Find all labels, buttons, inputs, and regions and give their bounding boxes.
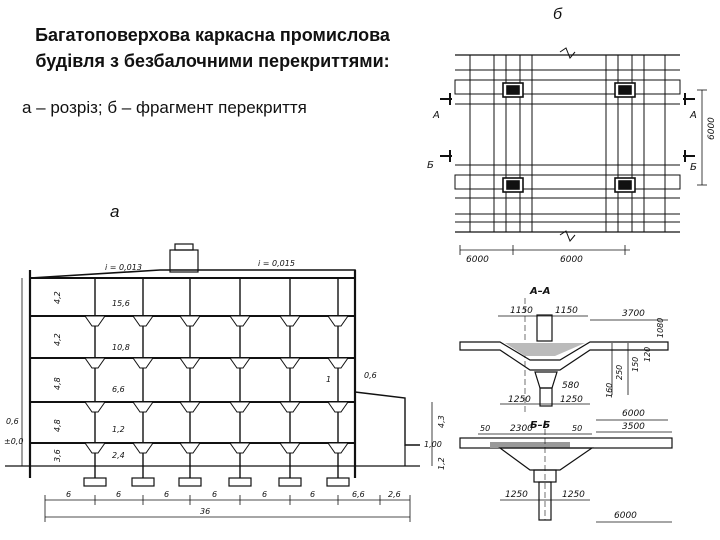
detail-aa-fill — [505, 343, 585, 356]
detail-bb-dim-50-left: 50 — [480, 424, 490, 433]
roof-slope-left: і = 0,013 — [105, 263, 142, 272]
detail-bb-dim-3500: 3500 — [622, 422, 645, 432]
plan-vertical-bands — [469, 54, 666, 233]
annex-roof — [354, 391, 420, 446]
level-4: 1,2 — [112, 425, 125, 434]
level-2: 10,8 — [112, 343, 130, 352]
plan-dim-height: 6000 — [707, 117, 717, 140]
column-capitals — [84, 315, 349, 454]
section-mark-b-left: Б — [427, 160, 434, 171]
detail-aa-dim-top-1: 1150 — [510, 306, 533, 316]
detail-aa-dim-580: 580 — [562, 381, 579, 391]
detail-aa-column-lower — [539, 387, 553, 407]
right-mark-4: 1,00 — [424, 440, 442, 449]
detail-aa-dimensions — [498, 315, 668, 421]
figure-caption: а – розріз; б – фрагмент перекриття — [22, 98, 307, 117]
plan-dim-right: 6000 — [560, 255, 583, 265]
section-mark-a — [440, 93, 695, 105]
span-1: 6 — [66, 490, 71, 499]
right-mark-2: 4,3 — [437, 415, 446, 428]
detail-bb-dimensions — [478, 431, 672, 523]
plan-dimensions — [459, 89, 707, 255]
detail-aa-dim-bottom-1: 1250 — [508, 395, 531, 405]
plan-column-capitals — [502, 82, 636, 193]
right-mark-3: 1,2 — [437, 457, 446, 470]
detail-aa-column-upper — [536, 314, 553, 342]
plan-dim-left: 6000 — [466, 255, 489, 265]
floor-height-5: 3,6 — [53, 449, 62, 462]
level-5: 2,4 — [112, 451, 125, 460]
level-3: 6,6 — [112, 385, 125, 394]
detail-bb-dim-span: 6000 — [614, 511, 637, 521]
span-dimensions — [21, 278, 433, 522]
detail-bb-dim-50-right: 50 — [572, 424, 582, 433]
detail-aa-dim-right: 3700 — [622, 309, 645, 319]
floor-height-1: 4,2 — [53, 291, 62, 304]
span-5: 6 — [262, 490, 267, 499]
detail-aa-title: А–А — [529, 286, 550, 297]
page-title: Багатоповерхова каркасна промислова буді… — [35, 25, 390, 71]
detail-aa-dim-v1: 1080 — [656, 318, 665, 338]
right-mark-1: 0,6 — [364, 371, 377, 380]
figure-a-label: а — [110, 202, 120, 221]
span-3: 6 — [164, 490, 169, 499]
detail-bb — [459, 420, 673, 523]
roof-vent-cap — [174, 243, 194, 251]
detail-aa-dim-v5: 160 — [605, 383, 614, 398]
section-mark-a-right: А — [689, 110, 697, 121]
detail-bb-title: Б–Б — [530, 420, 551, 431]
detail-bb-dim-bottom-2: 1250 — [562, 490, 585, 500]
detail-aa-capital — [534, 371, 558, 389]
footings — [83, 477, 350, 487]
figure-b-label: б — [553, 6, 562, 23]
detail-aa-slab — [459, 341, 669, 371]
detail-aa-dim-v3: 150 — [631, 357, 640, 372]
detail-aa-dim-top-2: 1150 — [555, 306, 578, 316]
columns — [94, 278, 339, 478]
span-extra-2: 2,6 — [388, 490, 401, 499]
section-mark-b-right: Б — [690, 162, 697, 173]
plan-horizontal-bands — [454, 69, 681, 223]
floor-plan-fragment — [440, 47, 707, 255]
level-1: 15,6 — [112, 299, 130, 308]
span-4: 6 — [212, 490, 217, 499]
detail-bb-dim-bottom-1: 1250 — [505, 490, 528, 500]
section-mark-a-left: А — [432, 110, 440, 121]
detail-aa-dim-bottom-2: 1250 — [560, 395, 583, 405]
plan-break-line-top — [559, 47, 576, 59]
detail-aa-dim-span: 6000 — [622, 409, 645, 419]
span-2: 6 — [116, 490, 121, 499]
left-mark-1: 0,6 — [6, 417, 19, 426]
total-length: 36 — [200, 507, 210, 516]
roof-vent — [169, 249, 199, 273]
floor-height-3: 4,8 — [53, 377, 62, 390]
floor-height-4: 4,8 — [53, 419, 62, 432]
detail-bb-slab-band — [490, 442, 570, 448]
detail-aa-dim-v4: 120 — [643, 347, 652, 362]
left-mark-2: ±0,0 — [4, 437, 23, 446]
span-extra-1: 6,6 — [352, 490, 365, 499]
roof-line — [29, 269, 356, 279]
detail-aa — [459, 298, 669, 421]
span-6: 6 — [310, 490, 315, 499]
marker-1: 1 — [326, 375, 331, 384]
detail-bb-dim-2300: 2300 — [510, 424, 533, 434]
roof-slope-right: і = 0,015 — [258, 259, 295, 268]
floor-height-2: 4,2 — [53, 333, 62, 346]
plan-break-line-bottom — [559, 230, 576, 242]
section-mark-b — [440, 150, 695, 162]
detail-bb-capital — [498, 447, 594, 471]
detail-aa-dim-v2: 250 — [615, 365, 624, 380]
building-section — [5, 243, 433, 522]
